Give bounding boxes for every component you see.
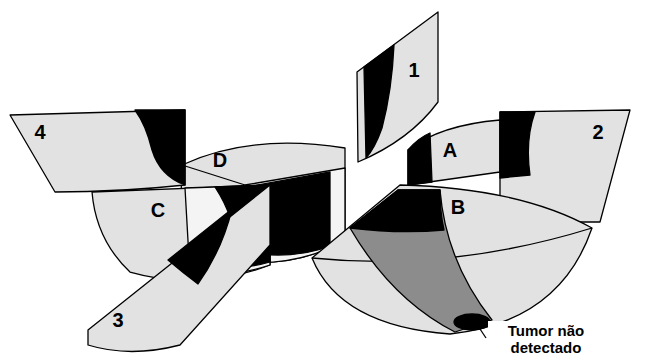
slice-letter: B — [451, 197, 465, 217]
tumor-region — [408, 133, 432, 185]
callout-note: Tumor não detectado — [488, 321, 604, 358]
slice-1 — [357, 12, 438, 162]
tumor-extent — [350, 190, 492, 332]
leader-line — [478, 326, 486, 338]
slice-letter: A — [443, 140, 457, 160]
tumor-region — [364, 45, 394, 158]
slice-letter: D — [213, 150, 227, 170]
slice-number: 2 — [592, 122, 603, 142]
slice-letter: C — [151, 200, 165, 220]
undetected-tumor — [454, 314, 490, 330]
slice-3 — [88, 185, 270, 352]
slice-number: 1 — [408, 60, 419, 80]
tumor-region — [350, 190, 444, 232]
tumor-region — [168, 209, 232, 284]
slice-number: 3 — [112, 310, 123, 330]
slice-b — [312, 185, 592, 334]
slice-number: 4 — [34, 122, 45, 142]
tumor-region — [135, 110, 185, 185]
tumor-region — [500, 112, 535, 178]
slice-4 — [10, 110, 185, 192]
slice-a — [408, 120, 500, 185]
